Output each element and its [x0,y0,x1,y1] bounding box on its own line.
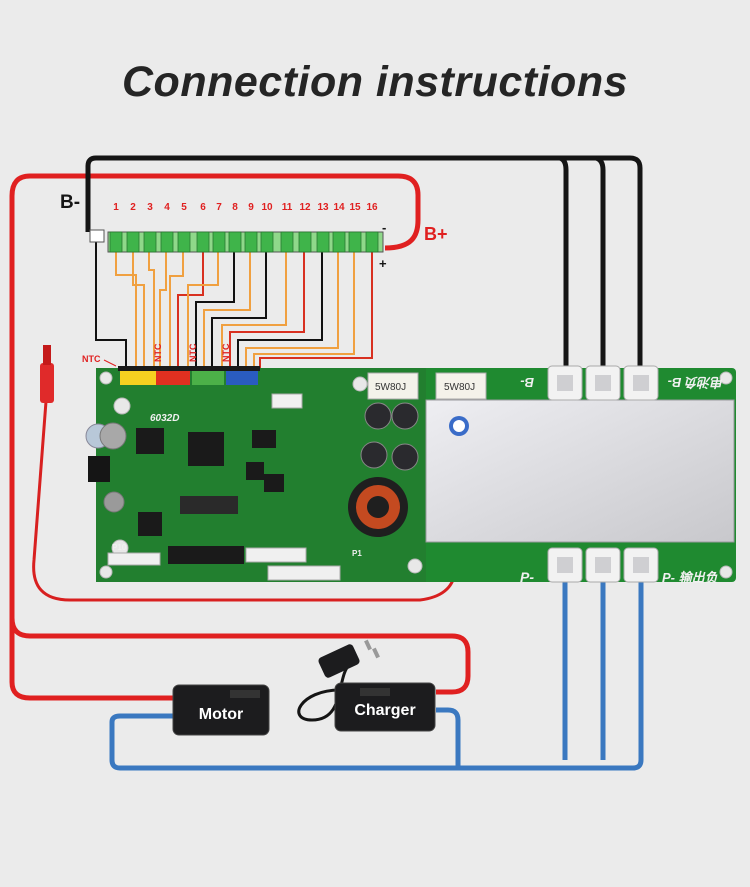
pin-label: 2 [130,202,136,213]
charger-device: Charger [297,639,436,732]
b-plus-wire [9,173,421,701]
pin-label: 9 [248,202,254,213]
sense-wire-harness [95,240,373,372]
motor-label: Motor [199,706,243,723]
resistor-label: 5W80J [444,382,475,393]
ntc-label: NTC [153,343,163,362]
pin-label: 14 [333,202,345,213]
pin-label: 1 [113,202,119,213]
pin-label: 10 [261,202,273,213]
board-output-negative-label: P- 输出负 [662,570,718,585]
b-plus-label: B+ [424,224,448,244]
red-lead-wire [32,374,457,602]
pin-label: 7 [216,202,222,213]
pin-label: 4 [164,202,170,213]
board-p-minus-label: P- [520,569,534,585]
pin-label: 5 [181,202,187,213]
pin-label: 15 [349,202,361,213]
charger-red-wire [9,617,178,639]
p10-label: P10 [112,543,127,552]
page-title: Connection instructions [122,58,628,106]
red-lead-connector [40,363,54,403]
pin-label: 11 [282,202,293,213]
b-minus-cable [85,155,643,378]
p-minus-cable [109,572,644,771]
pin-label: 13 [317,202,329,213]
resistor-label: 5W80J [375,382,406,393]
p1-label: P1 [352,549,362,558]
motor-device: Motor [172,684,270,736]
charger-positive-wire [30,633,471,695]
pin-label: 12 [299,202,311,213]
bms-board: 5W80J 5W80J [85,365,736,585]
plus-label: + [379,256,387,271]
board-b-minus-label: B- [520,375,534,390]
ntc-label: NTC [221,343,231,362]
mcu-chip [188,432,224,466]
heatsink [425,399,735,543]
cell-terminal-strip [89,229,384,253]
ntc-label: NTC [188,343,198,362]
pin-label: 8 [232,202,238,213]
minus-label: - [382,220,386,235]
pin-label: 6 [200,202,206,213]
board-model-label: 6032D [150,413,179,424]
pin-label: 16 [366,202,378,213]
b-minus-label: B- [60,192,80,213]
ntc-label: NTC [82,354,101,364]
board-battery-negative-label: 电池负 B- [668,375,724,390]
charger-label: Charger [354,702,415,719]
pin-label: 3 [147,202,153,213]
